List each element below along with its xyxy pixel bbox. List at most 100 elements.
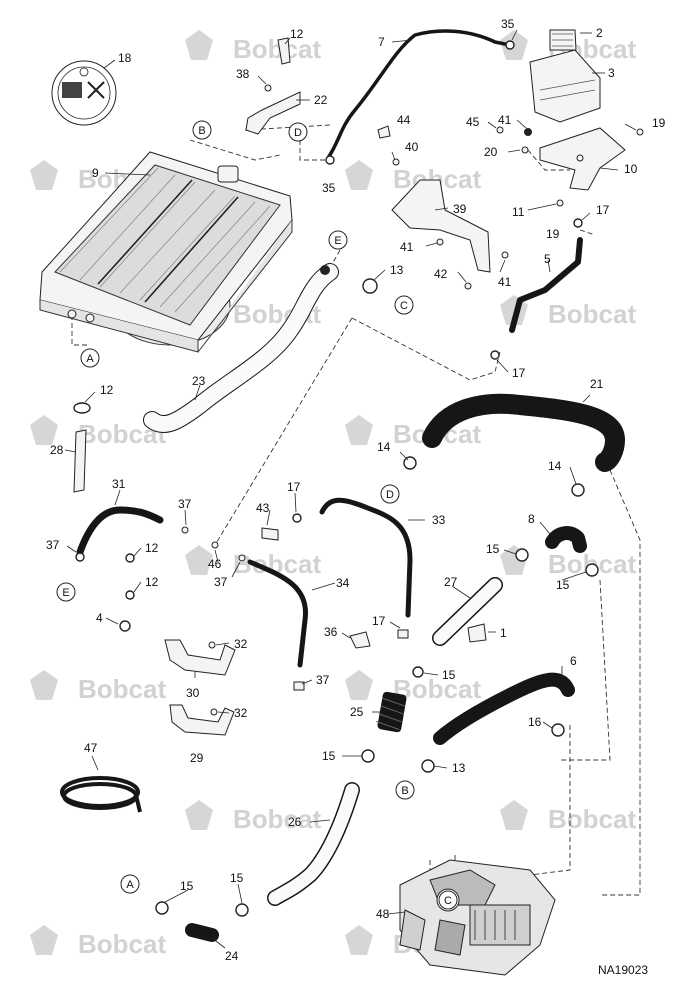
clamp-14-left [403, 456, 417, 470]
brackets-29-30 [164, 639, 236, 736]
callout-1: 1 [500, 626, 507, 640]
callout-37-mid: 37 [214, 575, 228, 589]
callout-8: 8 [528, 512, 535, 526]
callout-15-low: 15 [322, 749, 336, 763]
connector-c-bottom: C [444, 895, 452, 907]
callout-17-low: 17 [372, 614, 386, 628]
callout-36: 36 [324, 625, 338, 639]
callout-47: 47 [84, 741, 98, 755]
callout-30: 30 [186, 686, 200, 700]
callout-24: 24 [225, 949, 239, 963]
callout-15-top: 15 [486, 542, 500, 556]
callout-37-left: 37 [46, 538, 60, 552]
callout-38: 38 [236, 67, 250, 81]
reservoir-bracket [496, 126, 644, 228]
bracket-22 [245, 37, 301, 135]
hose-33 [319, 497, 413, 618]
hose-23-body [144, 264, 338, 432]
callout-20: 20 [484, 145, 498, 159]
hose-6 [433, 672, 575, 745]
clamp-35-top [505, 40, 515, 50]
hose-21 [422, 393, 625, 472]
callout-37-low: 37 [316, 673, 330, 687]
watermark-text: Bobcat [548, 299, 636, 329]
callout-37-top: 37 [178, 497, 192, 511]
callout-7: 7 [378, 35, 385, 49]
watermark-text: Bobcat [78, 929, 166, 959]
callout-10: 10 [624, 162, 638, 176]
connector-c-top: C [400, 300, 408, 312]
clamp-15-mid [412, 666, 424, 678]
callout-25: 25 [350, 705, 364, 719]
callout-35-top: 35 [501, 17, 515, 31]
fittings-46 [119, 526, 246, 632]
clamp-17-lower [397, 629, 409, 639]
overflow-hose-7 [326, 29, 512, 160]
callout-15-bottom-left: 15 [180, 879, 194, 893]
callout-4: 4 [96, 611, 103, 625]
callout-29: 29 [190, 751, 204, 765]
clamp-15-low [361, 749, 375, 763]
callout-45: 45 [466, 115, 480, 129]
connector-d-bottom: D [386, 489, 394, 501]
callout-22: 22 [314, 93, 328, 107]
callout-33: 33 [432, 513, 446, 527]
hose-23-end [320, 265, 330, 275]
watermark-layer: Bobcat Bobcat Bobcat Bobcat Bobcat Bobca… [30, 30, 636, 959]
hose-31 [76, 506, 164, 556]
callout-46: 46 [208, 557, 222, 571]
callout-9: 9 [92, 166, 99, 180]
clamp-15-bottom-right [235, 903, 249, 917]
callout-19-right: 19 [652, 116, 666, 130]
clamp-13 [362, 278, 378, 294]
callout-3: 3 [608, 66, 615, 80]
watermark-text: Bobcat [548, 804, 636, 834]
coolant-reservoir [529, 29, 601, 123]
callout-14-right: 14 [548, 459, 562, 473]
watermark-text: Bobcat [233, 804, 321, 834]
connector-a-bottom: A [126, 879, 134, 891]
callout-14-left: 14 [377, 440, 391, 454]
hose-5 [509, 237, 583, 333]
callout-21: 21 [590, 377, 604, 391]
figure-code: NA19023 [598, 963, 648, 977]
callout-31: 31 [112, 477, 126, 491]
callout-26: 26 [288, 815, 302, 829]
callout-15-mid: 15 [442, 668, 456, 682]
clamp-17-left [292, 513, 302, 523]
engine-assembly [399, 859, 556, 976]
callout-32-top: 32 [234, 637, 248, 651]
callout-13-low: 13 [452, 761, 466, 775]
clamp-15-bottom-left [155, 901, 169, 915]
connector-b-bottom: B [401, 785, 408, 797]
callout-2: 2 [596, 26, 603, 40]
callout-19-lower: 19 [546, 227, 560, 241]
clamp-16 [551, 723, 565, 737]
fitting-43 [261, 527, 279, 541]
callout-5: 5 [544, 252, 551, 266]
callout-44: 44 [397, 113, 411, 127]
callout-17-left: 17 [287, 480, 301, 494]
callout-28: 28 [50, 443, 64, 457]
bracket-28 [73, 402, 91, 493]
watermark-text: Bobcat [393, 674, 481, 704]
warning-decal-icon [51, 60, 117, 126]
hose-34 [247, 559, 308, 668]
callout-41-lower: 41 [498, 275, 512, 289]
clamp-15-right [585, 563, 599, 577]
callout-12-mid: 12 [145, 541, 159, 555]
hose-27-body [433, 578, 502, 645]
clamp-14-right [571, 483, 585, 497]
callout-15-bottom-right: 15 [230, 871, 244, 885]
callout-41-mid: 41 [400, 240, 414, 254]
clip-36 [349, 631, 371, 649]
bellows-hose-25 [375, 691, 407, 733]
clamp-13-lower [421, 759, 435, 773]
callout-27: 27 [444, 575, 458, 589]
callout-40: 40 [405, 140, 419, 154]
callout-13-top: 13 [390, 263, 404, 277]
callout-12-top: 12 [290, 27, 304, 41]
callout-17-mid: 17 [512, 366, 526, 380]
callout-41-top: 41 [498, 113, 512, 127]
